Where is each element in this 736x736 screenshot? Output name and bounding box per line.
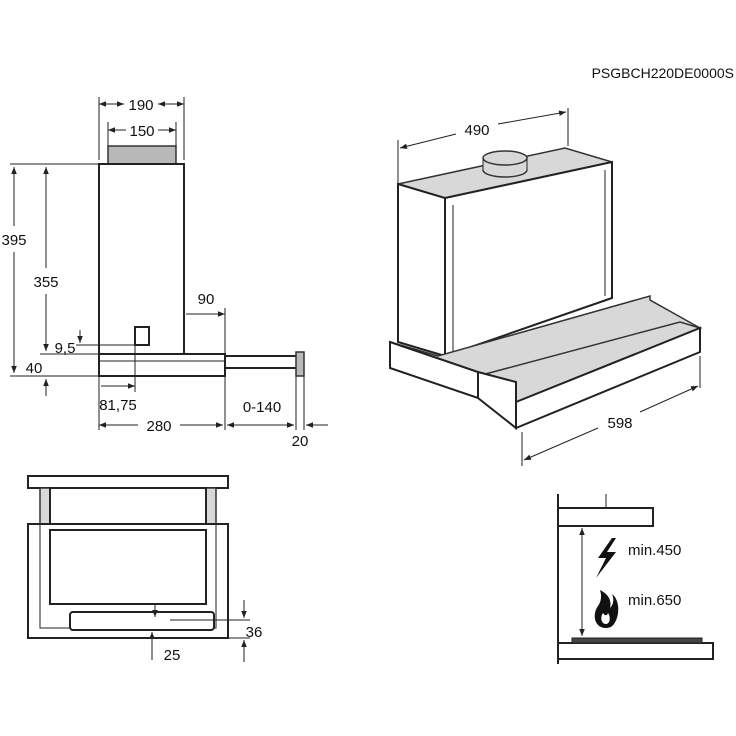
dim-598: 598 [607, 415, 632, 432]
dim-36: 36 [246, 624, 263, 641]
dim-90: 90 [198, 291, 215, 308]
dim-20: 20 [292, 433, 309, 450]
dim-150: 150 [129, 123, 154, 140]
dim-490: 490 [464, 122, 489, 139]
electric-min: min.450 [628, 542, 681, 559]
control-box [134, 326, 150, 346]
hood-base [98, 353, 226, 377]
flame-icon [594, 590, 619, 628]
inner-panel [49, 529, 207, 605]
chimney-body [98, 163, 185, 355]
dim-280: 280 [146, 418, 171, 435]
top-board [27, 475, 229, 489]
dim-190: 190 [128, 97, 153, 114]
install-view: min.450 min.650 [557, 494, 714, 664]
dim-25: 25 [164, 647, 181, 664]
front-view: 36 25 [27, 475, 263, 664]
chimney-outlet [107, 145, 177, 165]
hood-section [557, 507, 654, 527]
slide-front [295, 351, 305, 377]
gas-min: min.650 [628, 592, 681, 609]
dim-395: 395 [1, 232, 26, 249]
hob [571, 637, 703, 644]
dim-81-75: 81,75 [99, 397, 137, 414]
dim-9-5: 9,5 [55, 340, 76, 357]
iso-view: 490 598 [389, 108, 703, 466]
lightning-icon [596, 538, 616, 578]
worktop [557, 642, 714, 660]
front-handle [69, 611, 215, 631]
telescopic-slide [224, 355, 298, 369]
side-view: 190 150 395 355 40 9,5 90 81,75 [1, 97, 328, 450]
dim-0-140: 0-140 [243, 399, 281, 416]
model-code: PSGBCH220DE0000S [592, 65, 734, 81]
dim-40: 40 [26, 360, 43, 377]
chimney-front [49, 487, 207, 525]
dim-355: 355 [33, 274, 58, 291]
